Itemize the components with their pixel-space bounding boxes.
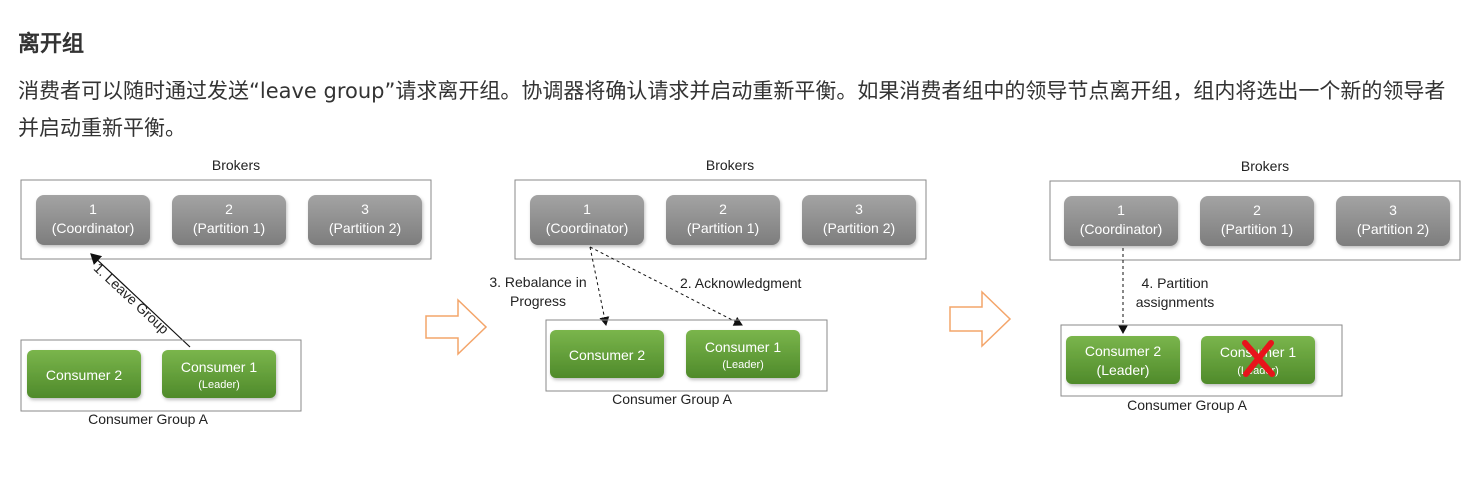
broker-role: (Partition 2) [823, 220, 895, 236]
broker-number: 1 [583, 201, 591, 217]
consumer-2: Consumer 2 [27, 350, 141, 398]
brokers-title: Brokers [706, 157, 754, 173]
broker-number: 3 [361, 201, 369, 217]
broker-1: 1 (Coordinator) [36, 195, 150, 245]
consumer-role: (Leader) [198, 379, 240, 391]
consumer-2-leader: Consumer 2 (Leader) [1066, 336, 1180, 384]
broker-2: 2 (Partition 1) [666, 195, 780, 245]
consumer-2: Consumer 2 [550, 330, 664, 378]
consumer-1-removed: Consumer 1 (Leader) [1201, 336, 1315, 384]
broker-role: (Partition 1) [687, 220, 759, 236]
consumer-group-frame [1060, 324, 1343, 397]
panel-3: Brokers 1 (Coordinator) 2 (Partition 1) … [1049, 158, 1461, 413]
broker-role: (Partition 1) [193, 220, 265, 236]
broker-number: 3 [855, 201, 863, 217]
consumer-name: Consumer 2 [46, 367, 122, 383]
broker-role: (Coordinator) [52, 220, 134, 236]
acknowledgment-label: 2. Acknowledgment [680, 275, 802, 291]
broker-number: 1 [1117, 202, 1125, 218]
broker-role: (Partition 2) [1357, 221, 1429, 237]
brokers-frame [1049, 180, 1461, 261]
brokers-title: Brokers [212, 157, 260, 173]
flow-arrow-1 [425, 298, 488, 356]
broker-1: 1 (Coordinator) [1064, 196, 1178, 246]
broker-number: 1 [89, 201, 97, 217]
broker-number: 3 [1389, 202, 1397, 218]
consumer-name: Consumer 2 [569, 347, 645, 363]
consumer-name: Consumer 2 [1085, 343, 1161, 359]
consumer-group-label: Consumer Group A [1127, 397, 1247, 413]
brokers-title: Brokers [1241, 158, 1289, 174]
broker-number: 2 [225, 201, 233, 217]
panel-2: Brokers 1 (Coordinator) 2 (Partition 1) … [489, 157, 927, 407]
consumer-name: Consumer 1 [705, 339, 781, 355]
partition-label-line1: 4. Partition [1142, 275, 1209, 291]
leave-group-arrow [90, 253, 191, 348]
broker-number: 2 [1253, 202, 1261, 218]
panel-1: Brokers 1 (Coordinator) 2 (Partition 1) … [20, 157, 432, 427]
consumer-1-leader: Consumer 1 (Leader) [162, 350, 276, 398]
consumer-group-frame [545, 319, 828, 392]
broker-role: (Partition 1) [1221, 221, 1293, 237]
broker-number: 2 [719, 201, 727, 217]
broker-3: 3 (Partition 2) [802, 195, 916, 245]
partition-label-line2: assignments [1136, 294, 1215, 310]
rebalance-arrow [589, 246, 610, 326]
remove-x-icon [1242, 340, 1275, 377]
consumer-group-frame [20, 339, 302, 412]
consumer-group-label: Consumer Group A [612, 391, 732, 407]
broker-role: (Coordinator) [1080, 221, 1162, 237]
rebalance-label-line2: Progress [510, 293, 566, 309]
brokers-frame [20, 179, 432, 260]
flow-arrow-2 [949, 290, 1012, 348]
acknowledgment-arrow [589, 246, 743, 326]
broker-role: (Partition 2) [329, 220, 401, 236]
broker-1: 1 (Coordinator) [530, 195, 644, 245]
consumer-name: Consumer 1 [1220, 344, 1296, 360]
leave-group-label: 1. Leave Group [91, 260, 173, 338]
broker-role: (Coordinator) [546, 220, 628, 236]
broker-2: 2 (Partition 1) [172, 195, 286, 245]
rebalance-label-line1: 3. Rebalance in [489, 274, 586, 290]
consumer-name: Consumer 1 [181, 359, 257, 375]
broker-3: 3 (Partition 2) [1336, 196, 1450, 246]
consumer-group-label: Consumer Group A [88, 411, 208, 427]
consumer-role: (Leader) [722, 359, 764, 371]
section-heading: 离开组 [18, 32, 85, 57]
broker-3: 3 (Partition 2) [308, 195, 422, 245]
broker-2: 2 (Partition 1) [1200, 196, 1314, 246]
consumer-role: (Leader) [1097, 362, 1150, 378]
section-paragraph: 消费者可以随时通过发送“leave group”请求离开组。协调器将确认请求并启… [18, 79, 1446, 140]
consumer-1-leader: Consumer 1 (Leader) [686, 330, 800, 378]
brokers-frame [514, 179, 927, 260]
